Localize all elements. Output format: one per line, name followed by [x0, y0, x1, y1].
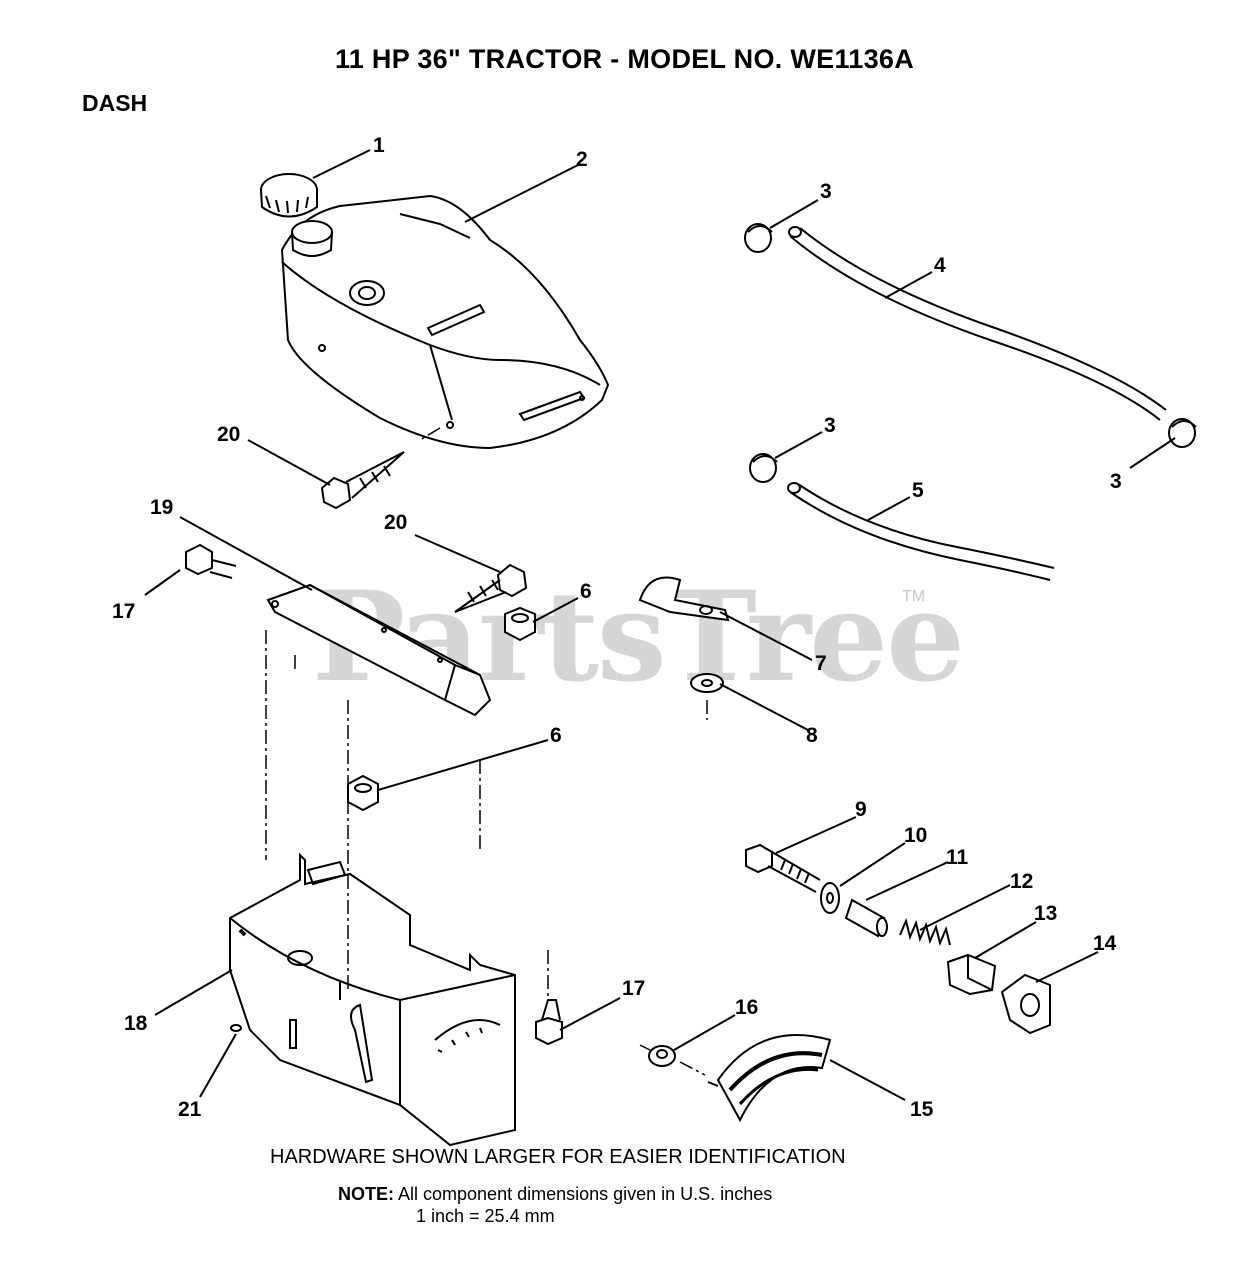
- fuel-line-lower: [787, 482, 1055, 581]
- spacer-tube: [844, 898, 888, 938]
- hex-bolt-upper: [185, 543, 237, 579]
- callout-5: 5: [912, 479, 924, 502]
- throttle-plate: [707, 1034, 832, 1123]
- hex-nut-lower: [347, 774, 379, 812]
- trademark-mark: TM: [902, 588, 926, 605]
- hose-clamp-middle: [749, 453, 778, 483]
- callout-20: 20: [217, 423, 240, 446]
- self-tapping-screw-lower: [454, 563, 528, 613]
- note-line-1: All component dimensions given in U.S. i…: [398, 1184, 773, 1204]
- callout-10: 10: [904, 824, 927, 847]
- dash-panel: [229, 852, 516, 1147]
- callout-2: 2: [576, 148, 588, 171]
- callout-leaders: [144, 149, 1176, 1101]
- diagram-title: 11 HP 36" TRACTOR - MODEL NO. WE1136A: [334, 44, 915, 74]
- fuel-tank: [280, 194, 610, 450]
- callout-1: 1: [373, 134, 385, 157]
- hose-clamp-right: [1168, 418, 1197, 448]
- fuel-cap: [260, 173, 318, 218]
- hex-bolt-lower: [535, 999, 563, 1046]
- callout-21: 21: [178, 1098, 202, 1121]
- callout-14: 14: [1093, 932, 1117, 955]
- section-label: DASH: [82, 90, 148, 116]
- flat-washer: [820, 882, 840, 914]
- dimension-note: NOTE: All component dimensions given in …: [338, 1183, 772, 1227]
- callout-16: 16: [735, 996, 758, 1019]
- callout-18: 18: [124, 1012, 148, 1035]
- callout-11: 11: [946, 846, 969, 869]
- callout-6: 6: [550, 724, 562, 747]
- callout-numbers: 1 2 3 4 3 3 5 6 6 7 8 9 10 11 12 13 14 1…: [112, 134, 1122, 1121]
- note-label: NOTE:: [338, 1184, 394, 1204]
- callout-12: 12: [1010, 870, 1033, 893]
- callout-7: 7: [815, 652, 827, 675]
- callout-15: 15: [910, 1098, 934, 1121]
- dash-support-bracket: [266, 583, 492, 717]
- callout-8: 8: [806, 724, 818, 747]
- callout-9: 9: [855, 798, 867, 821]
- throttle-knob: [946, 953, 997, 996]
- callout-13: 13: [1034, 902, 1057, 925]
- lever-handle: [1000, 973, 1051, 1035]
- hex-nut-upper: [504, 606, 536, 642]
- flange-nut: [648, 1045, 676, 1067]
- callout-20: 20: [384, 511, 407, 534]
- callout-3: 3: [824, 414, 836, 437]
- hardware-note: HARDWARE SHOWN LARGER FOR EASIER IDENTIF…: [270, 1146, 846, 1168]
- washer: [690, 673, 724, 693]
- callout-3: 3: [820, 180, 832, 203]
- note-line-2: 1 inch = 25.4 mm: [416, 1206, 555, 1226]
- carriage-bolt: [745, 843, 821, 893]
- callout-6: 6: [580, 580, 592, 603]
- push-rivet: [230, 1024, 242, 1032]
- compression-spring: [899, 917, 951, 947]
- self-tapping-screw-upper: [320, 451, 405, 510]
- callout-19: 19: [150, 496, 173, 519]
- fuel-line-bracket: [638, 576, 730, 622]
- callout-3: 3: [1110, 470, 1122, 493]
- fuel-line-upper: [788, 226, 1167, 421]
- callout-4: 4: [934, 254, 946, 277]
- callout-17: 17: [622, 977, 645, 1000]
- hose-clamp-top: [744, 223, 773, 253]
- callout-17: 17: [112, 600, 135, 623]
- assembly-center-lines: [265, 427, 708, 1076]
